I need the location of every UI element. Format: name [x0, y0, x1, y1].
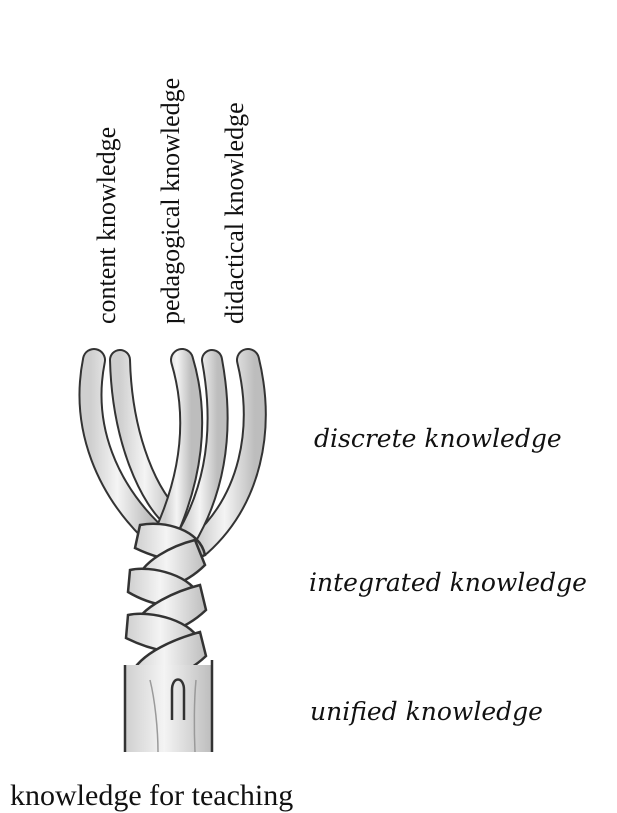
diagram-caption: knowledge for teaching — [10, 779, 293, 813]
braided-section — [126, 524, 206, 682]
unified-rope — [125, 665, 212, 752]
stage-label-discrete: discrete knowledge — [314, 424, 562, 453]
unified-section — [125, 660, 212, 752]
stage-label-unified: unified knowledge — [310, 697, 543, 726]
discrete-strands — [91, 360, 255, 545]
stage-label-integrated: integrated knowledge — [309, 568, 587, 597]
